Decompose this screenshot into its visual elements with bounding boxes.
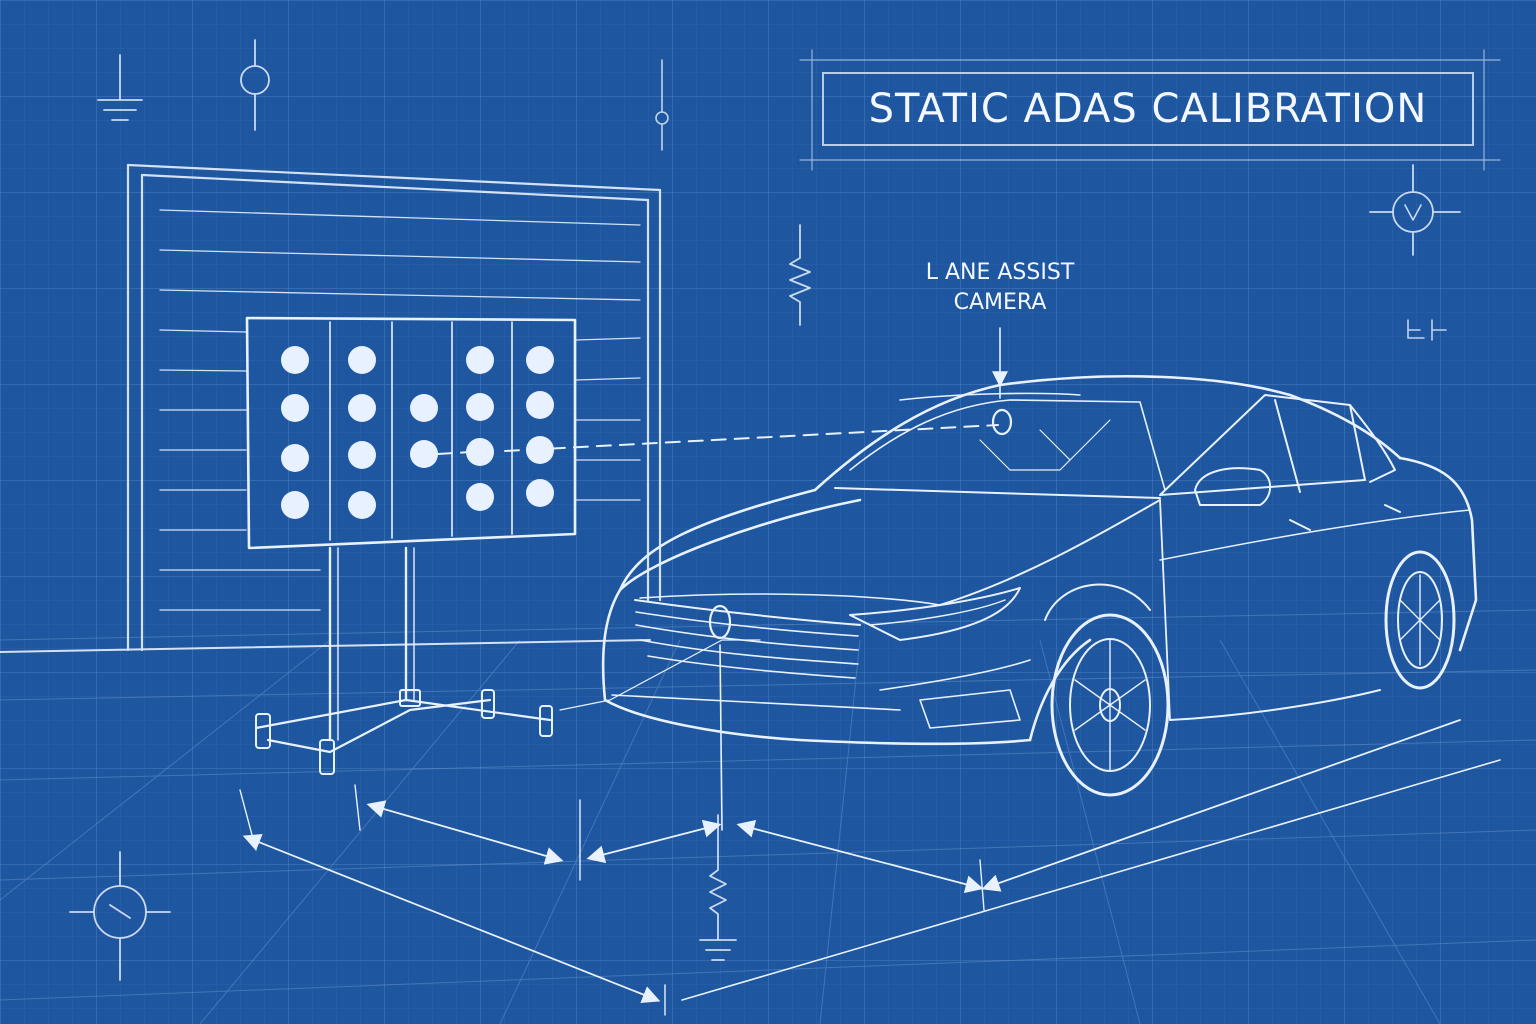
ac-source-icon — [69, 851, 171, 981]
target-dot — [526, 391, 554, 419]
target-dot — [466, 346, 494, 374]
target-dots — [281, 346, 554, 519]
sedan-car — [601, 374, 1478, 797]
camera-callout: L ANE ASSIST CAMERA — [880, 258, 1120, 318]
target-dot — [410, 440, 438, 468]
terminal-symbol-icon — [1407, 319, 1447, 341]
target-dot — [348, 346, 376, 374]
target-dot — [348, 394, 376, 422]
target-dot — [466, 483, 494, 511]
garage-door — [0, 163, 662, 653]
calibration-target-board — [245, 316, 577, 775]
voltmeter-icon — [1369, 164, 1461, 256]
target-dot — [526, 346, 554, 374]
circle-node-icon — [240, 39, 270, 131]
ground-resistor-icon — [699, 814, 737, 961]
target-dot — [281, 346, 309, 374]
callout-line-2: CAMERA — [953, 290, 1047, 315]
target-dot — [410, 394, 438, 422]
callout-line-1: L ANE ASSIST — [925, 260, 1075, 285]
target-dot — [526, 479, 554, 507]
target-dot — [466, 393, 494, 421]
camera-lens — [991, 408, 1013, 436]
alignment-dashed-line — [437, 424, 999, 455]
target-dot — [281, 491, 309, 519]
target-dot — [281, 394, 309, 422]
title-frame-lines — [799, 49, 1501, 171]
dimension-lines — [239, 639, 1501, 1016]
ground-symbol-icon — [97, 54, 143, 121]
target-dot — [348, 491, 376, 519]
resistor-icon — [789, 224, 811, 326]
diagram-title: STATIC ADAS CALIBRATION — [868, 86, 1428, 132]
target-dot — [348, 441, 376, 469]
small-node-icon — [655, 59, 669, 151]
target-dot — [466, 438, 494, 466]
target-dot — [281, 444, 309, 472]
title-box: STATIC ADAS CALIBRATION — [822, 72, 1474, 146]
